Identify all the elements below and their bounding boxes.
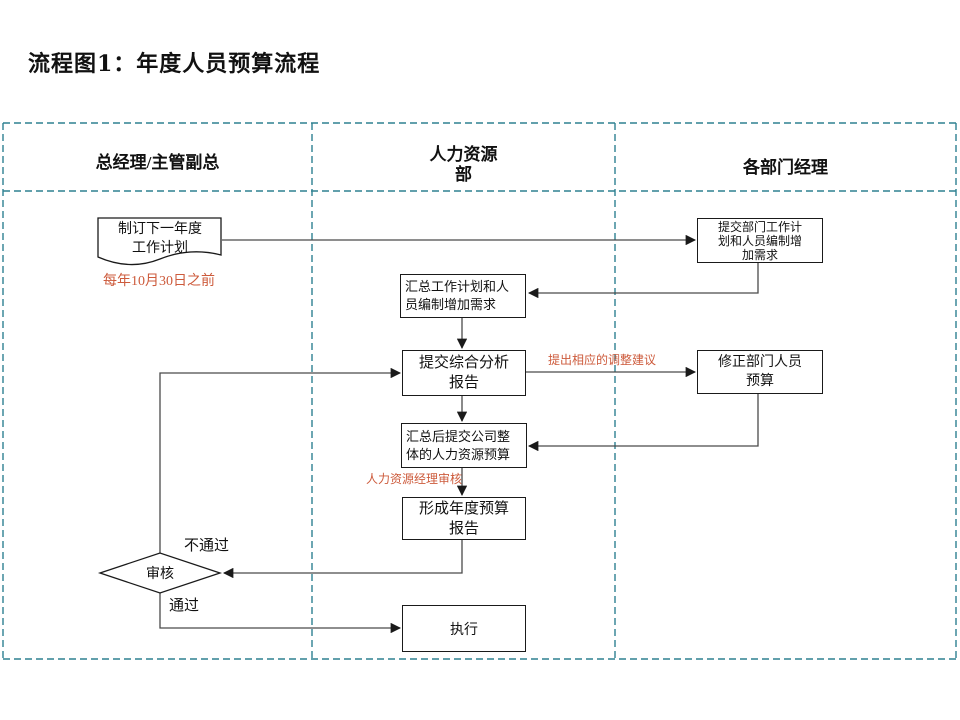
lane-header-hr-department: 人力资源 部: [429, 145, 498, 184]
node-draft-annual-plan: 制订下一年度 工作计划: [118, 222, 202, 256]
annotation-hr-manager-review: 人力资源经理审核: [366, 472, 463, 486]
connector-review-fail-to-analysis: [159, 367, 402, 553]
node-submit-dept-plan: 提交部门工作计 划和人员编制增 加需求: [697, 218, 823, 263]
diamond-shape-review: [97, 552, 223, 594]
node-revise-dept-budget: 修正部门人员 预算: [697, 350, 823, 394]
page-title: 流程图1：年度人员预算流程: [28, 51, 321, 77]
node-submit-analysis-report: 提交综合分析 报告: [402, 350, 526, 396]
node-form-annual-budget-report: 形成年度预算 报告: [402, 497, 526, 540]
swimlane-frame: [2, 122, 957, 660]
connector-revise-to-overall: [527, 394, 759, 452]
lane-header-general-manager: 总经理/主管副总: [95, 153, 220, 172]
decision-label-pass: 通过: [169, 598, 200, 614]
annotation-adjustment-suggestion: 提出相应的调整建议: [548, 353, 657, 367]
annotation-deadline: 每年10月30日之前: [103, 274, 215, 289]
connector-review-pass-to-execute: [159, 593, 402, 634]
connectors: [159, 234, 759, 634]
node-execute: 执行: [402, 605, 526, 652]
connector-deptplan-to-summarize: [527, 263, 759, 299]
node-review-decision: 审核: [146, 567, 174, 582]
connector-report-to-review: [222, 540, 463, 579]
node-submit-overall-budget: 汇总后提交公司整 体的人力资源预算: [401, 423, 527, 468]
document-shape-draft-plan: [97, 217, 222, 266]
decision-label-fail: 不通过: [184, 538, 230, 554]
node-summarize-requests: 汇总工作计划和人 员编制增加需求: [400, 274, 526, 318]
lane-header-dept-managers: 各部门经理: [743, 158, 828, 177]
